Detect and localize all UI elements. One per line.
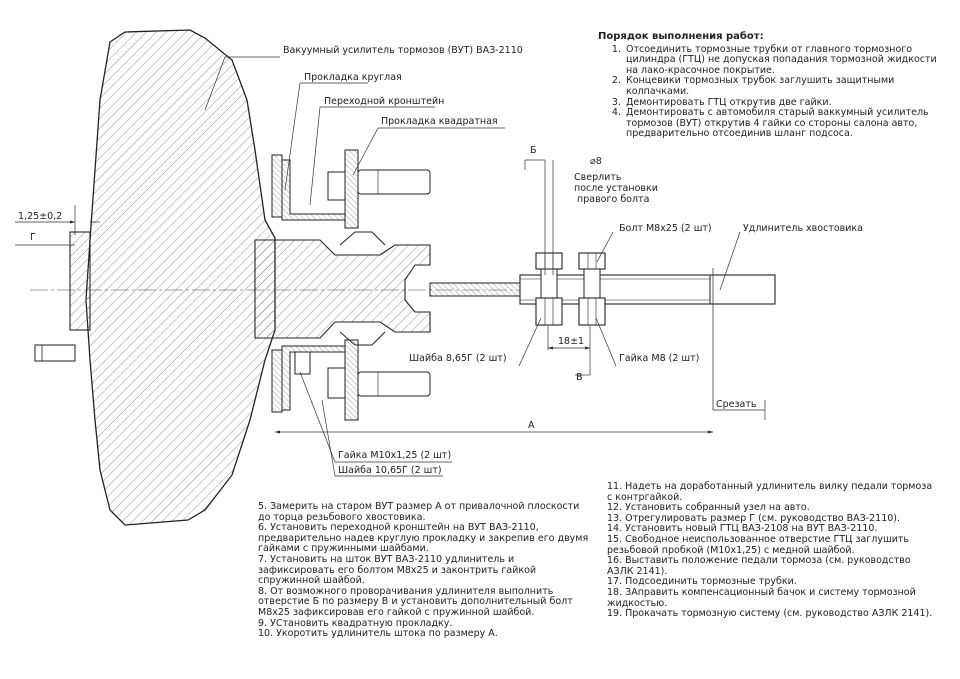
- label-drill-line: после установки: [574, 183, 658, 194]
- piston-rod: [429, 282, 526, 297]
- dim-a-letter: А: [528, 420, 535, 431]
- dim-v-letter: В: [576, 372, 583, 383]
- label-nut-m8: Гайка М8 (2 шт): [619, 353, 699, 364]
- procedure-step: Отсоединить тормозные трубки от главного…: [624, 44, 943, 77]
- procedure-step: Концевики тормозных трубок заглушить защ…: [624, 76, 943, 97]
- bolt-right: [578, 252, 606, 326]
- bolt-left: [535, 252, 563, 326]
- label-adapter-bracket: Переходной кронштейн: [324, 96, 444, 107]
- label-nut-m10: Гайка М10х1,25 (2 шт): [338, 450, 451, 461]
- leader-lines: [204, 56, 741, 477]
- label-gasket-round: Прокладка круглая: [304, 72, 402, 83]
- dimension-lines: [15, 159, 766, 434]
- dim-gap-value: 1,25±0,2: [18, 211, 62, 222]
- dim-b-letter: Б: [530, 145, 537, 156]
- notes-right: 11. Надеть на доработанный удлинитель ви…: [607, 481, 937, 620]
- procedure-block: Порядок выполнения работ: Отсоединить то…: [598, 31, 943, 140]
- label-drill-line: Сверлить: [574, 172, 622, 183]
- dim-diameter: ⌀8: [590, 156, 602, 167]
- label-cut: Срезать: [716, 399, 757, 410]
- procedure-step: Демонтировать с автомобиля старый ваккум…: [624, 107, 943, 140]
- label-washer-10: Шайба 10,65Г (2 шт): [338, 465, 442, 476]
- lower-mount: [271, 339, 431, 421]
- label-washer-8: Шайба 8,65Г (2 шт): [409, 353, 507, 364]
- notes-right-text: 11. Надеть на доработанный удлинитель ви…: [607, 481, 933, 620]
- label-vut: Вакуумный усилитель тормозов (ВУТ) ВАЗ-2…: [283, 45, 523, 56]
- dim-spacing: 18±1: [558, 336, 584, 347]
- label-gasket-square: Прокладка квадратная: [381, 116, 498, 127]
- procedure-step: Демонтировать ГТЦ открутив две гайки.: [624, 97, 943, 109]
- procedure-steps: Отсоединить тормозные трубки от главного…: [598, 44, 943, 140]
- notes-left: 5. Замерить на старом ВУТ размер А от пр…: [258, 501, 593, 640]
- dim-gap-letter: Г: [30, 232, 36, 243]
- label-extension: Удлинитель хвостовика: [743, 223, 863, 234]
- notes-left-text: 5. Замерить на старом ВУТ размер А от пр…: [258, 501, 589, 640]
- label-bolt-m8: Болт М8х25 (2 шт): [619, 223, 712, 234]
- procedure-title: Порядок выполнения работ:: [598, 31, 764, 42]
- upper-mount: [271, 149, 431, 229]
- booster-body: [34, 29, 431, 526]
- label-drill-line: правого болта: [574, 194, 649, 205]
